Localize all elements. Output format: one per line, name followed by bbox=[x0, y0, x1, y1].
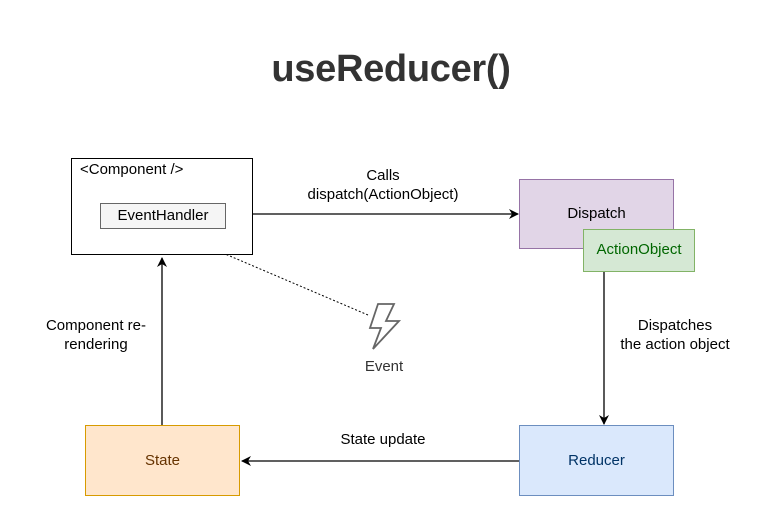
calls-label-line1: Calls bbox=[366, 167, 400, 184]
action-object-node[interactable]: ActionObject bbox=[583, 229, 695, 272]
state-node[interactable]: State bbox=[85, 425, 240, 496]
rerender-label-line1: Component re- bbox=[45, 317, 147, 334]
calls-label: Calls dispatch(ActionObject) bbox=[283, 166, 483, 204]
event-handler-node[interactable]: EventHandler bbox=[100, 203, 226, 229]
event-label: Event bbox=[364, 358, 404, 375]
rerender-label: Component re- rendering bbox=[28, 316, 164, 354]
calls-label-line2: dispatch(ActionObject) bbox=[307, 186, 459, 203]
dispatches-label-line1: Dispatches bbox=[637, 317, 713, 334]
diagram-title: useReducer() bbox=[271, 48, 511, 90]
rerender-label-line2: rendering bbox=[64, 336, 128, 353]
dispatches-label: Dispatches the action object bbox=[604, 316, 746, 354]
lightning-bolt-icon bbox=[368, 303, 402, 350]
reducer-node[interactable]: Reducer bbox=[519, 425, 674, 496]
dispatches-label-line2: the action object bbox=[620, 336, 730, 353]
component-label: <Component /> bbox=[80, 161, 184, 178]
state-update-label: State update bbox=[340, 431, 426, 448]
